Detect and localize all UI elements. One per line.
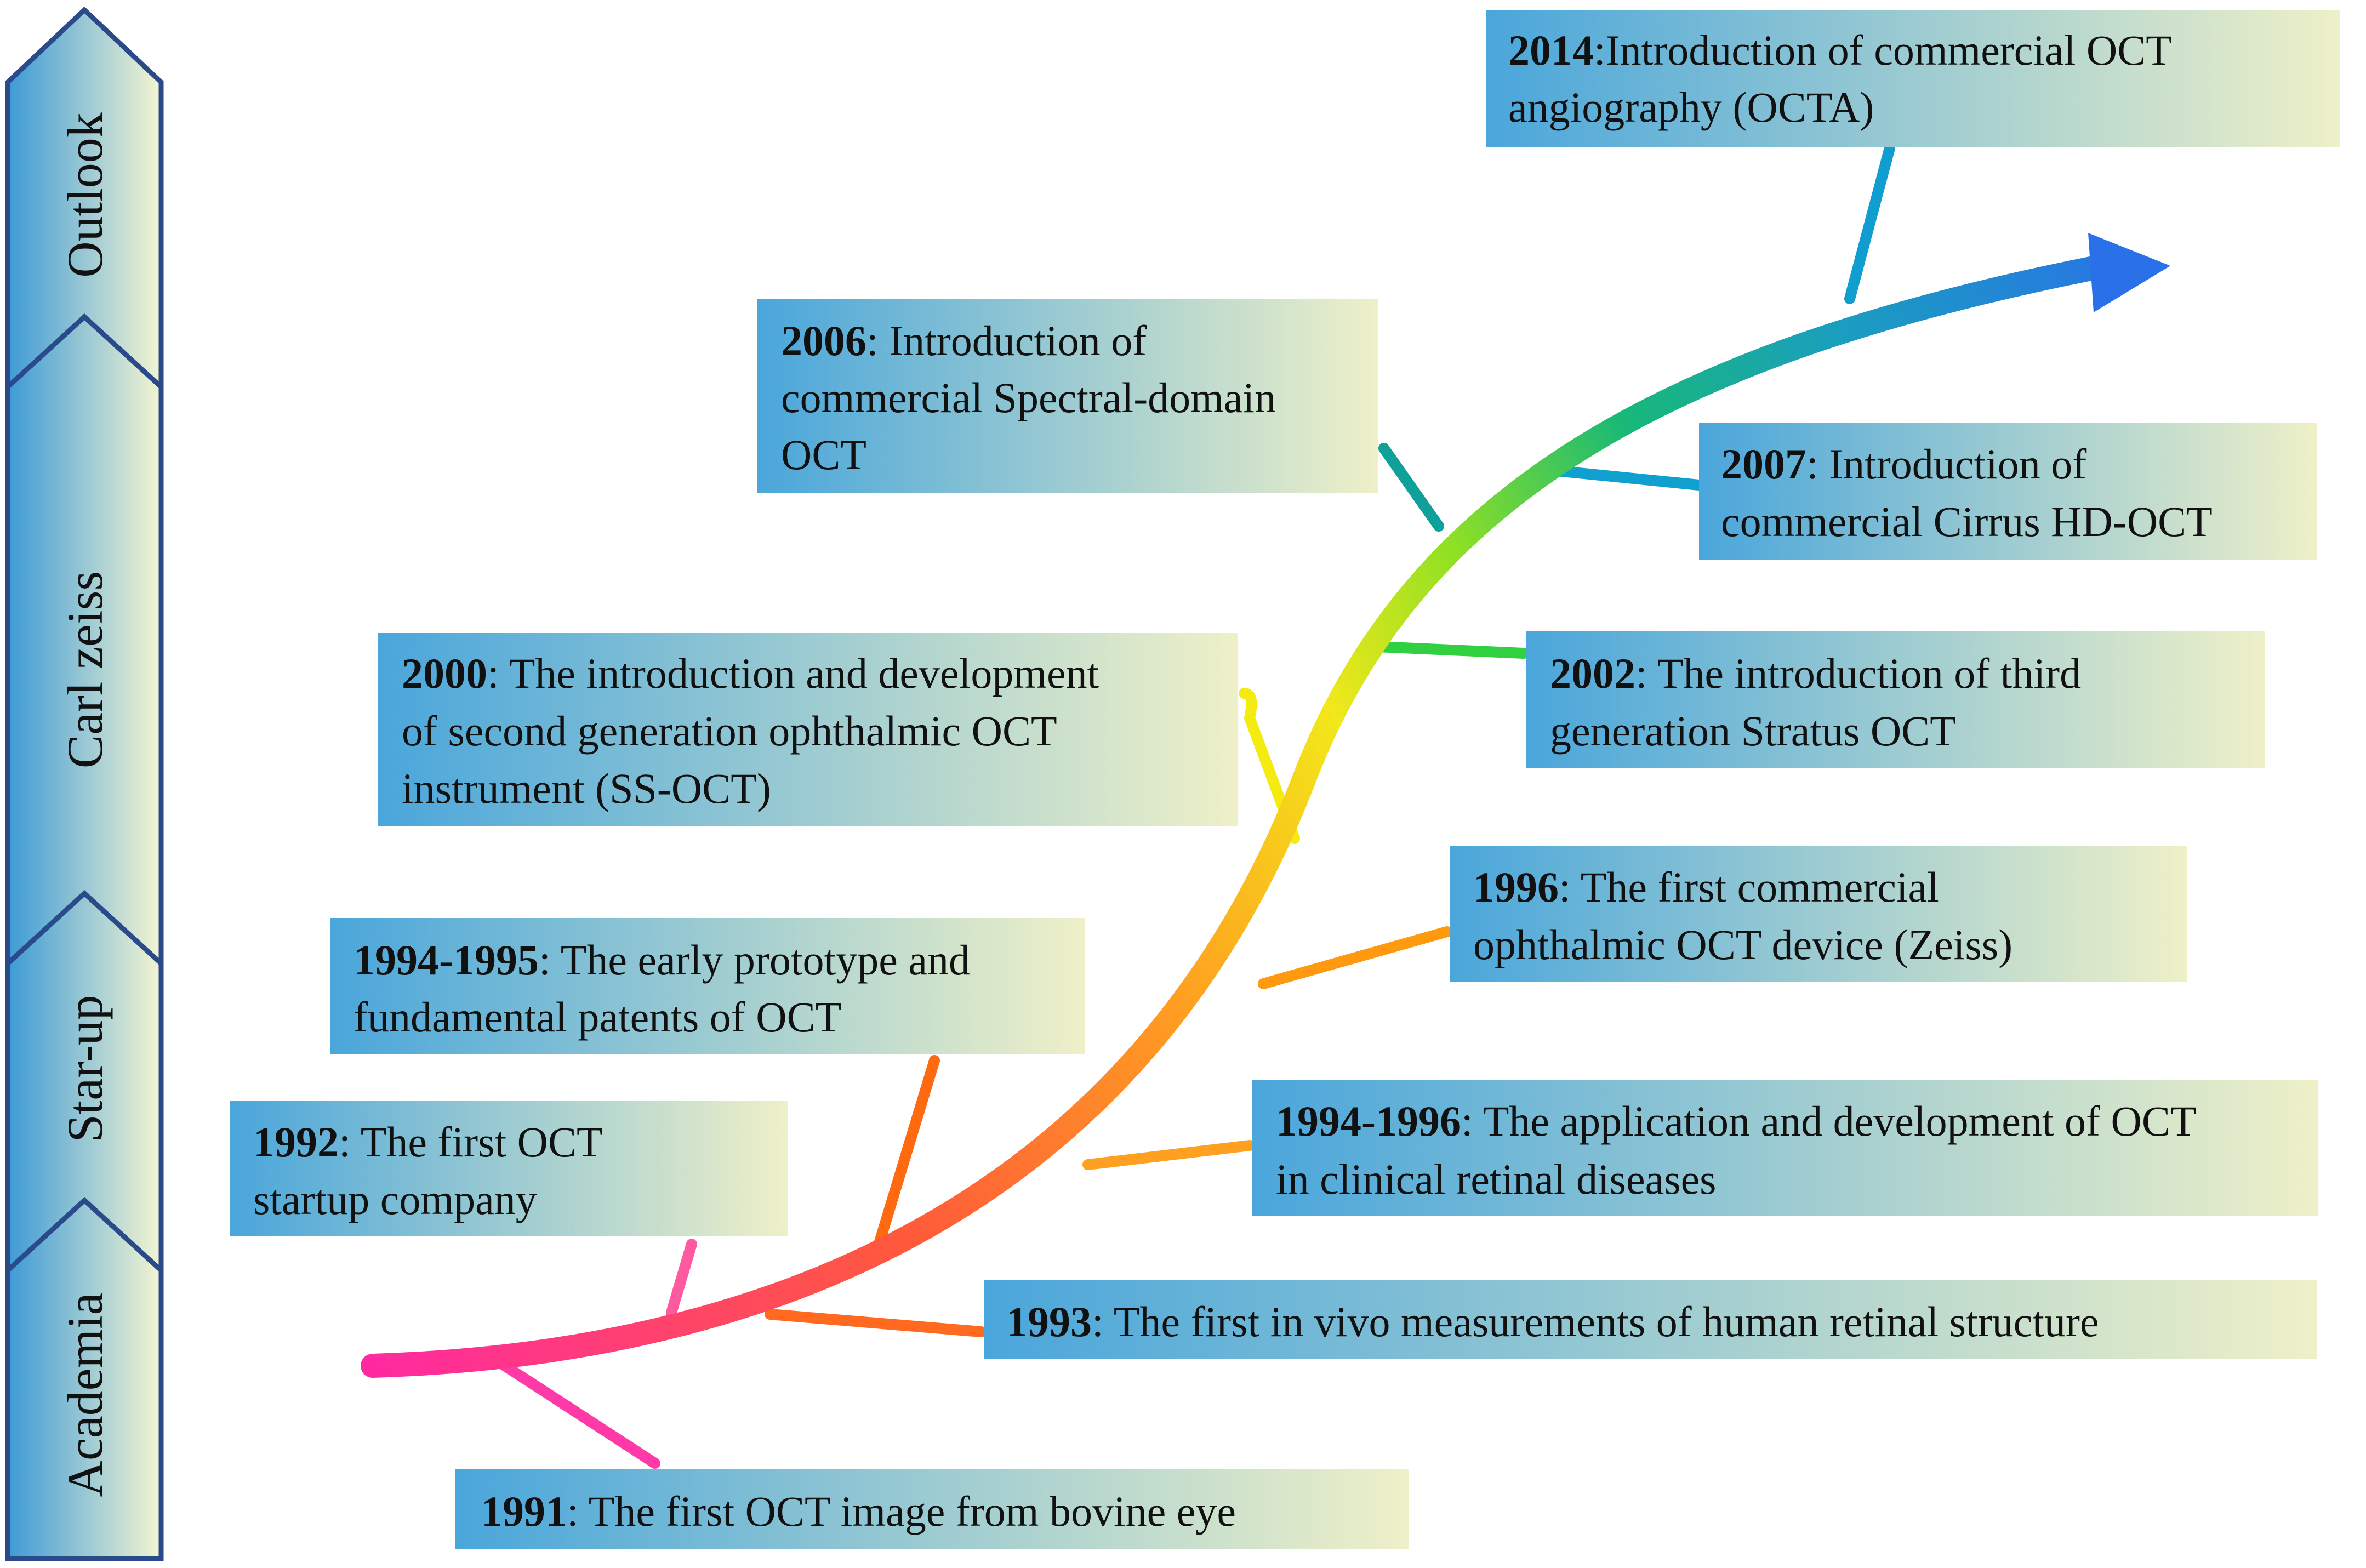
event-1991: 1991: The first OCT image from bovine ey… — [455, 1469, 1409, 1549]
event-text-2007: : Introduction of — [1806, 440, 2086, 488]
svg-text:1992: The first OCT: 1992: The first OCT — [253, 1118, 603, 1166]
event-1993: 1993: The first in vivo measurements of … — [984, 1280, 2317, 1359]
phase-label-academia: Academia — [57, 1293, 113, 1497]
timeline-arrowhead — [2088, 233, 2170, 312]
event-box-1991 — [455, 1469, 1409, 1549]
svg-text:1994-1995: The early prototype: 1994-1995: The early prototype and — [354, 936, 970, 984]
phase-label-carl-zeiss: Carl zeiss — [57, 571, 113, 768]
event-1994-1996: 1994-1996: The application and developme… — [1252, 1080, 2318, 1216]
event-year-2000: 2000 — [402, 649, 487, 697]
svg-text:1993: The first in vivo measur: 1993: The first in vivo measurements of … — [1006, 1298, 2099, 1345]
branch-1991 — [496, 1358, 660, 1469]
event-year-2006: 2006 — [781, 317, 866, 364]
event-2014: 2014:Introduction of commercial OCT angi… — [1486, 10, 2340, 147]
svg-text:1994-1996: The application and: 1994-1996: The application and developme… — [1276, 1097, 2197, 1145]
branch-1996 — [1258, 926, 1452, 989]
svg-text:2007: Introduction of: 2007: Introduction of — [1721, 440, 2086, 488]
branch-2007 — [1546, 465, 1704, 491]
event-1992: 1992: The first OCT startup company — [230, 1101, 788, 1236]
svg-text:2006: Introduction of: 2006: Introduction of — [781, 317, 1147, 364]
event-year-2007: 2007 — [1721, 440, 1806, 488]
event-2000: 2000: The introduction and development o… — [378, 633, 1238, 826]
event-year-1994-1996: 1994-1996 — [1276, 1097, 1461, 1145]
event-box-1996 — [1450, 846, 2187, 982]
event-line2-2002: generation Stratus OCT — [1550, 707, 1956, 755]
event-box-2014 — [1486, 10, 2340, 147]
event-line2-2006: commercial Spectral-domain — [781, 374, 1276, 421]
event-text-1996: : The first commercial — [1559, 863, 1939, 911]
event-1994-1995: 1994-1995: The early prototype and funda… — [330, 918, 1085, 1054]
phase-arrow-outlook — [5, 6, 164, 393]
event-year-1992: 1992 — [253, 1118, 339, 1166]
branch-2002 — [1373, 641, 1529, 659]
svg-text:2000: The introduction and dev: 2000: The introduction and development — [402, 649, 1099, 697]
event-line2-1994-1996: in clinical retinal diseases — [1276, 1155, 1717, 1203]
timeline-curve — [361, 254, 2117, 1378]
event-text-1992: : The first OCT — [339, 1118, 603, 1166]
event-line3-2000: instrument (SS-OCT) — [402, 765, 771, 812]
event-box-1993 — [984, 1280, 2317, 1359]
event-text-1994-1996: : The application and development of OCT — [1461, 1097, 2197, 1145]
event-text-1993: : The first in vivo measurements of huma… — [1092, 1298, 2099, 1345]
event-year-2014: 2014 — [1508, 26, 1594, 74]
svg-text:2014:Introduction of commercia: 2014:Introduction of commercial OCT — [1508, 26, 2172, 74]
event-year-1993: 1993 — [1006, 1298, 1092, 1345]
svg-text:1996: The first commercial: 1996: The first commercial — [1473, 863, 1939, 911]
event-line2-1996: ophthalmic OCT device (Zeiss) — [1473, 921, 2012, 968]
branch-1992 — [666, 1239, 697, 1318]
event-year-1996: 1996 — [1473, 863, 1559, 911]
event-year-2002: 2002 — [1550, 649, 1635, 697]
event-line3-2006: OCT — [781, 431, 866, 478]
event-box-2007 — [1699, 423, 2317, 560]
event-text-1994-1995: : The early prototype and — [539, 936, 970, 984]
event-2002: 2002: The introduction of third generati… — [1526, 631, 2265, 768]
event-box-2000 — [378, 633, 1238, 826]
event-box-2006 — [757, 299, 1378, 493]
svg-text:2002: The introduction of thir: 2002: The introduction of third — [1550, 649, 2081, 697]
event-text-2014: :Introduction of commercial OCT — [1594, 26, 2172, 74]
event-text-1991: : The first OCT image from bovine eye — [567, 1487, 1236, 1535]
event-1996: 1996: The first commercial ophthalmic OC… — [1450, 846, 2187, 982]
event-boxes: 1991: The first OCT image from bovine ey… — [230, 10, 2340, 1549]
svg-text:1991: The first OCT image from: 1991: The first OCT image from bovine ey… — [481, 1487, 1236, 1535]
event-year-1994-1995: 1994-1995 — [354, 936, 539, 984]
event-line2-1994-1995: fundamental patents of OCT — [354, 993, 841, 1041]
event-line2-1992: startup company — [253, 1176, 537, 1223]
branch-2014 — [1844, 142, 1895, 304]
event-line2-2014: angiography (OCTA) — [1508, 83, 1874, 131]
event-2007: 2007: Introduction of commercial Cirrus … — [1699, 423, 2317, 560]
event-line2-2000: of second generation ophthalmic OCT — [402, 707, 1057, 755]
event-box-2002 — [1526, 631, 2265, 768]
branch-1994-1995 — [871, 1055, 940, 1256]
timeline-arrow — [361, 233, 2170, 1378]
phase-label-start-up: Star-up — [57, 995, 113, 1143]
event-line2-2007: commercial Cirrus HD-OCT — [1721, 498, 2213, 545]
phase-column: Academia Star-up Carl zeiss Outlook — [5, 6, 164, 1561]
branch-2000 — [1239, 688, 1300, 844]
event-text-2006: : Introduction of — [866, 317, 1147, 364]
phase-label-outlook: Outlook — [57, 112, 113, 278]
event-text-2002: : The introduction of third — [1635, 649, 2081, 697]
branch-1993 — [765, 1309, 987, 1337]
event-2006: 2006: Introduction of commercial Spectra… — [757, 299, 1378, 493]
event-text-2000: : The introduction and development — [487, 649, 1099, 697]
branch-connectors — [496, 142, 1895, 1469]
event-box-1994-1995 — [330, 918, 1085, 1054]
event-box-1994-1996 — [1252, 1080, 2318, 1216]
branch-1994-1996 — [1082, 1140, 1255, 1170]
branch-2006 — [1378, 443, 1444, 532]
event-box-1992 — [230, 1101, 788, 1236]
event-year-1991: 1991 — [481, 1487, 567, 1535]
